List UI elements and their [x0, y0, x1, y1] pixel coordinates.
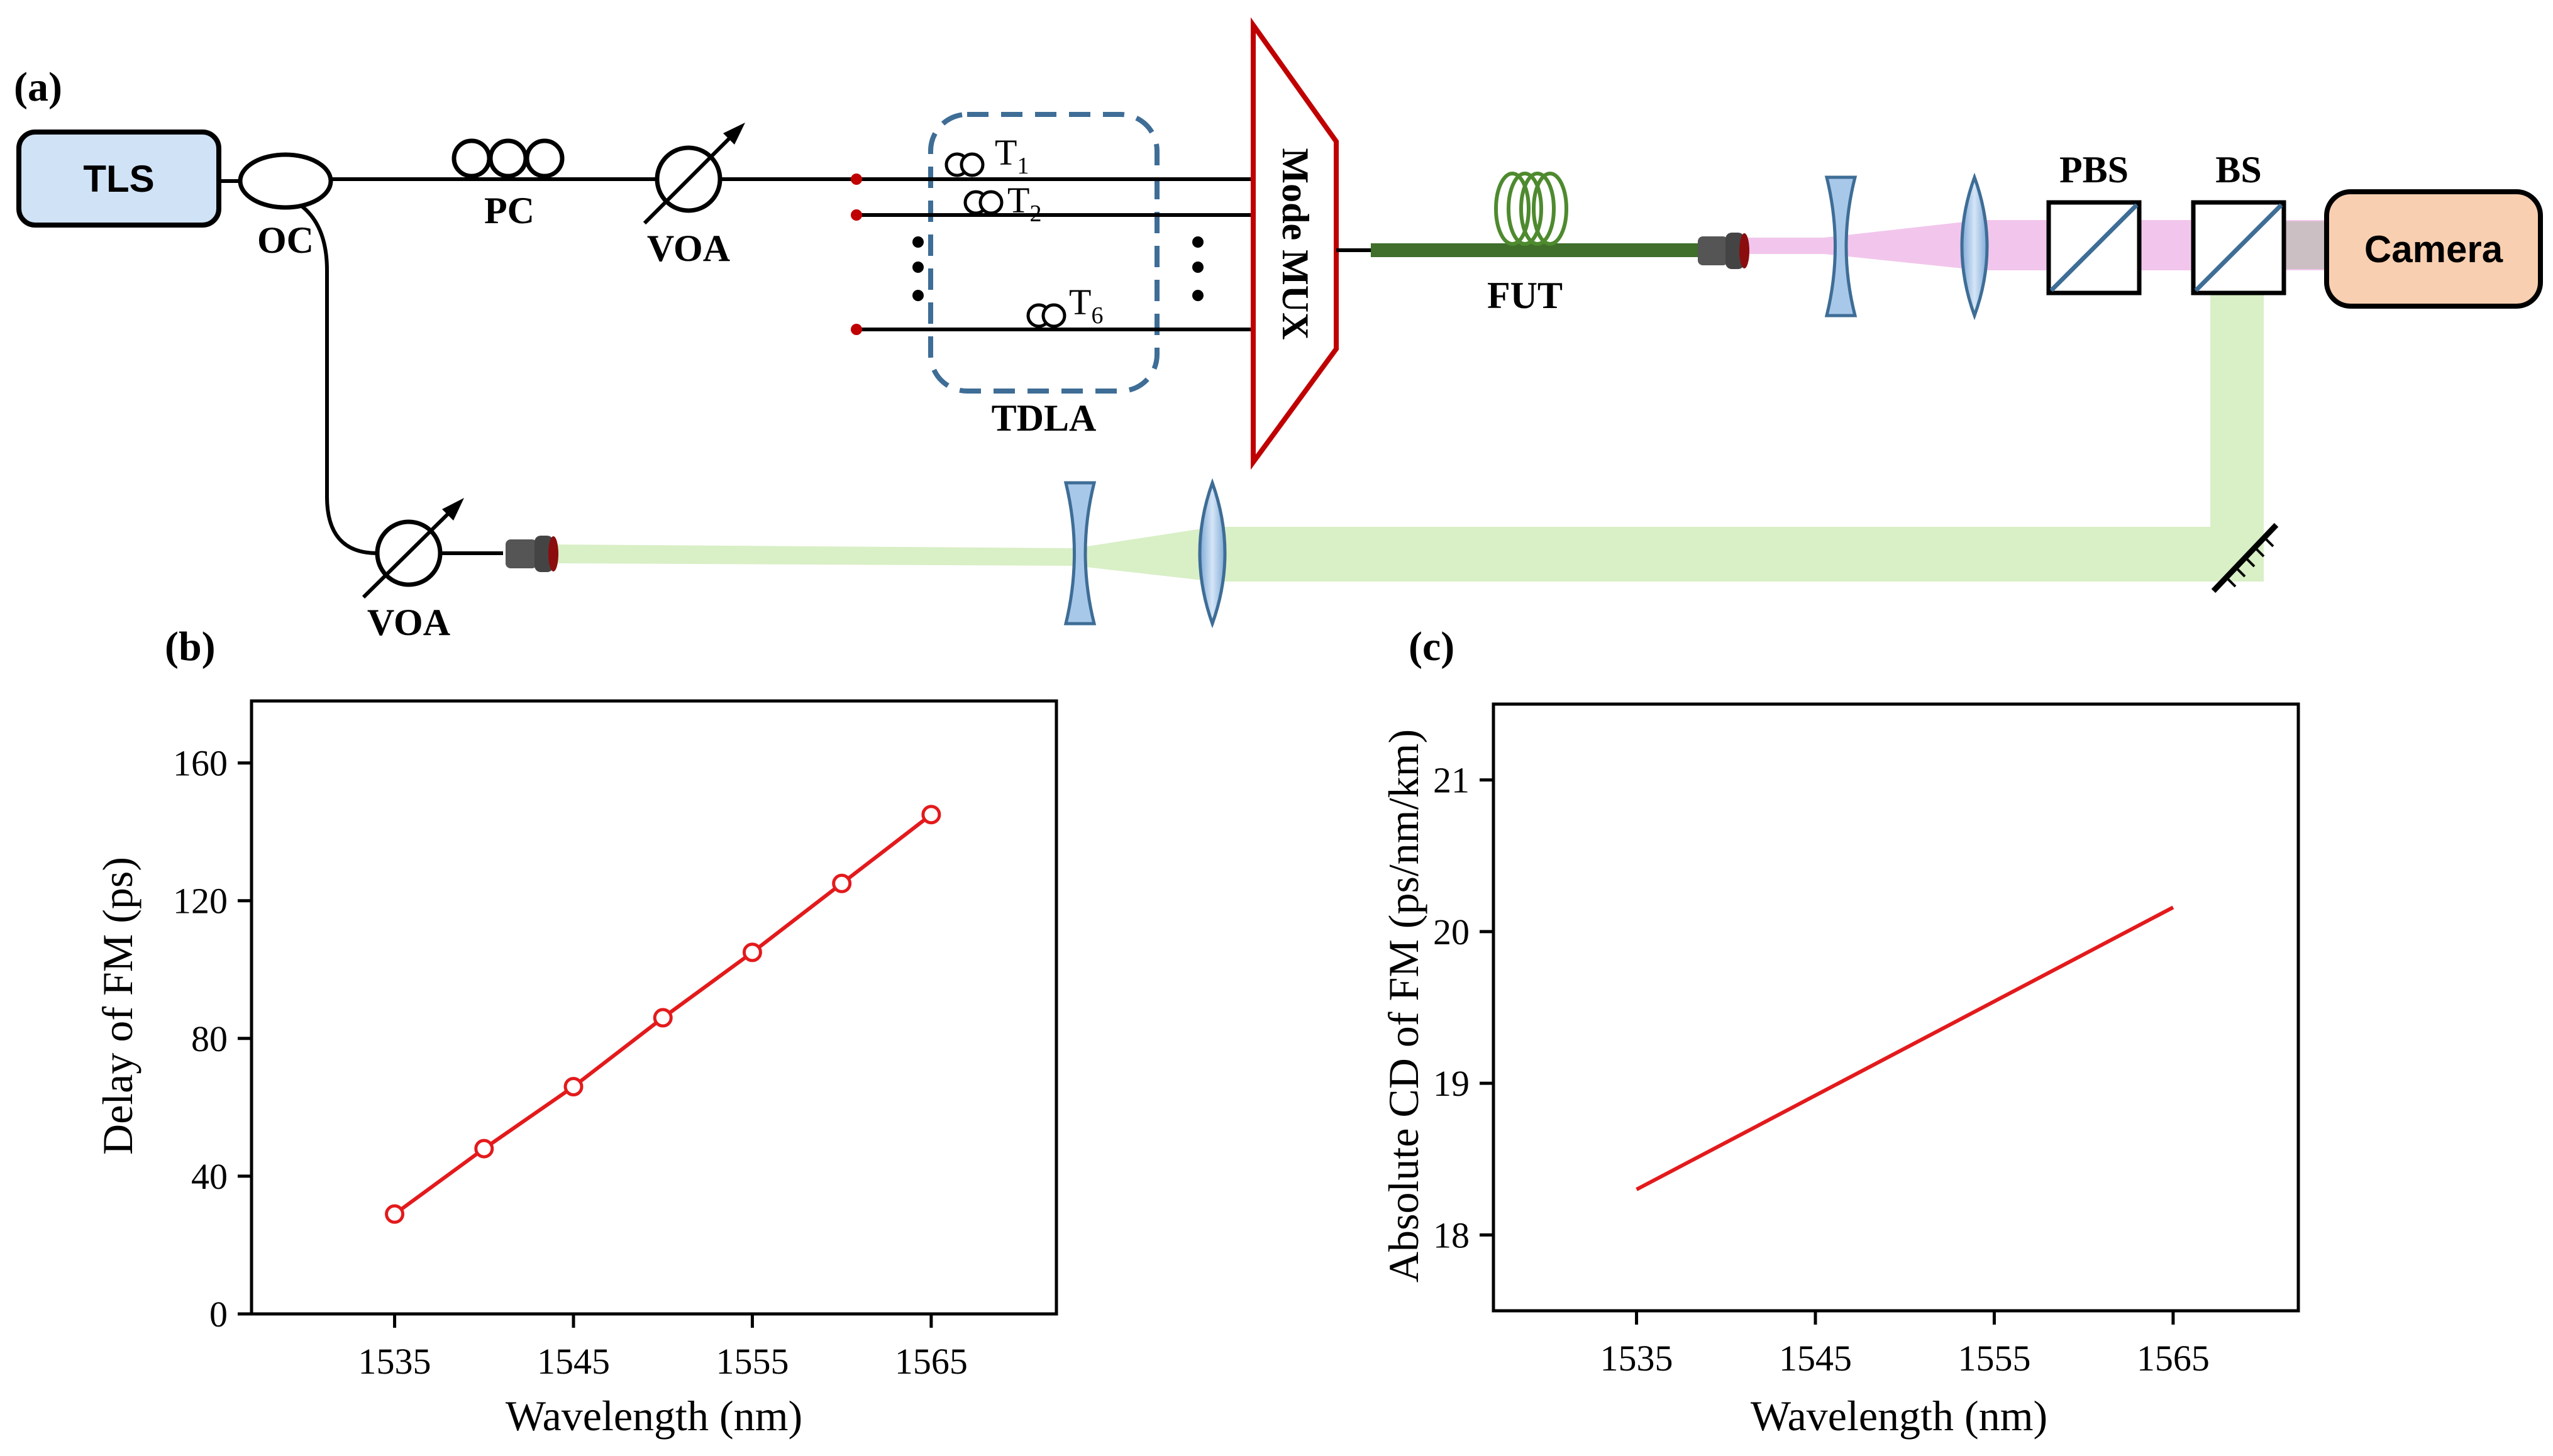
concave-lens-bottom-icon	[1063, 481, 1097, 626]
data-point-b	[832, 873, 852, 893]
x-tick-label-b: 1565	[895, 1341, 968, 1382]
concave-lens-top-icon	[1824, 175, 1858, 317]
y-tick-label-c: 19	[1433, 1063, 1470, 1104]
tdla-label: TDLA	[992, 397, 1097, 439]
convex-lens-bottom-icon	[1198, 478, 1227, 629]
pc-paddles-icon	[451, 138, 565, 179]
setup-diagram: (a) TLS OC PC VOA	[14, 17, 2543, 643]
x-tick-label-c: 1565	[2137, 1338, 2210, 1379]
data-point-b	[921, 805, 941, 825]
mode-mux-icon	[1251, 17, 1339, 470]
ylabel-c: Absolute CD of FM (ps/nm/km)	[1380, 729, 1427, 1282]
convex-lens-top-icon	[1960, 172, 1989, 321]
y-tick-label-b: 40	[191, 1156, 228, 1197]
x-tick-label-b: 1545	[537, 1341, 610, 1382]
collimator-bottom-icon	[506, 536, 558, 572]
voa-bottom-label: VOA	[367, 602, 450, 643]
xlabel-b: Wavelength (nm)	[506, 1392, 802, 1440]
tdla-box	[928, 112, 1160, 394]
t1-label: T1	[995, 132, 1029, 179]
t2-label: T2	[1007, 180, 1041, 227]
voa-top-icon	[643, 123, 745, 225]
fut-coil-icon	[1494, 172, 1568, 246]
delay-lines	[855, 177, 1251, 331]
delay-coils-icon	[944, 152, 1066, 328]
panel-a-label: (a)	[14, 64, 62, 110]
y-tick-label-c: 21	[1433, 760, 1470, 801]
pbs-label: PBS	[2059, 149, 2129, 190]
x-tick-label-c: 1545	[1779, 1338, 1852, 1379]
ticks-b: 1535 1545 1555 1565 0 40 80 120 160	[173, 743, 968, 1382]
y-tick-label-c: 20	[1433, 912, 1470, 952]
xlabel-c: Wavelength (nm)	[1751, 1392, 2047, 1440]
y-tick-label-b: 80	[191, 1018, 228, 1059]
panel-b-label: (b)	[165, 624, 216, 670]
y-tick-label-c: 18	[1433, 1215, 1470, 1255]
beam-green	[553, 282, 2264, 582]
data-point-b	[653, 1008, 673, 1028]
cd-chart: (c) 1535 1545 1555 1565 18 19 20 21 Wavelength …	[1380, 624, 2300, 1440]
y-tick-label-b: 160	[173, 743, 228, 784]
ellipsis-dots	[912, 236, 1204, 301]
fiber-lower-branch	[301, 204, 503, 555]
delay-line-ports	[851, 174, 862, 335]
pc-label: PC	[484, 190, 534, 231]
data-point-b	[563, 1076, 584, 1096]
collimator-top-icon	[1698, 233, 1749, 269]
plot-frame-c	[1492, 702, 2300, 1313]
x-tick-label-c: 1555	[1958, 1338, 2030, 1379]
y-tick-label-b: 120	[173, 881, 228, 922]
plot-frame-b	[250, 699, 1058, 1316]
tls-box	[16, 130, 221, 228]
delay-chart: (b) 1535 1545 1555 1565 0 40 80 120 160 Waveleng…	[94, 624, 1058, 1440]
data-point-b	[385, 1204, 405, 1224]
x-tick-label-b: 1555	[716, 1341, 789, 1382]
mode-mux-label: Mode MUX	[1275, 148, 1316, 340]
markers-b	[385, 805, 941, 1224]
bs-label: BS	[2215, 149, 2261, 190]
series-line-c	[1636, 905, 2174, 1191]
voa-top-label: VOA	[647, 228, 730, 269]
data-point-b	[474, 1139, 494, 1159]
x-tick-label-b: 1535	[358, 1341, 431, 1382]
ylabel-b: Delay of FM (ps)	[94, 857, 141, 1155]
x-tick-label-c: 1535	[1600, 1338, 1673, 1379]
camera-label: Camera	[2364, 228, 2503, 270]
mirror-icon	[2211, 522, 2279, 593]
oc-coupler-icon	[238, 152, 333, 210]
t6-label: T6	[1069, 282, 1103, 329]
voa-bottom-icon	[362, 498, 464, 599]
panel-c-label: (c)	[1409, 624, 1454, 670]
data-point-b	[742, 942, 762, 962]
oc-label: OC	[257, 219, 314, 261]
camera-box	[2324, 189, 2543, 309]
fut-label: FUT	[1487, 275, 1563, 316]
tls-label: TLS	[83, 158, 154, 200]
y-tick-label-b: 0	[209, 1294, 228, 1335]
ticks-c: 1535 1545 1555 1565 18 19 20 21	[1433, 760, 2210, 1379]
